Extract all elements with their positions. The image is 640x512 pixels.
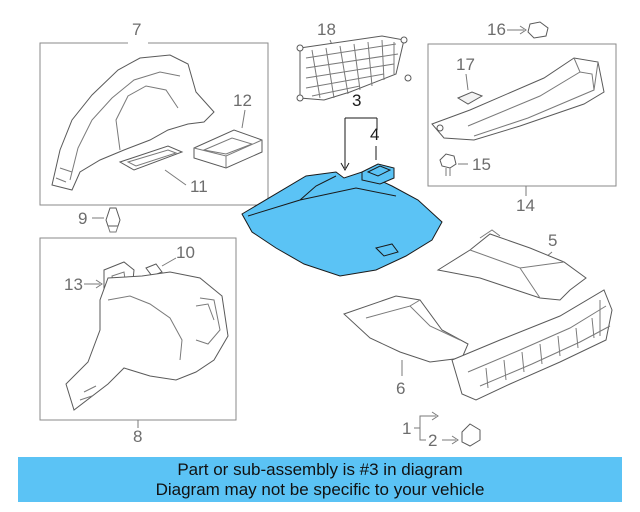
banner-line-1: Part or sub-assembly is #3 in diagram (177, 460, 463, 479)
callout-15: 15 (472, 155, 491, 174)
callout-1: 1 (402, 419, 411, 438)
callout-13: 13 (64, 275, 83, 294)
part-11-mat (118, 145, 184, 171)
part-18-cargo-net: 18 (296, 20, 412, 102)
part-12-storage-bin (193, 129, 263, 169)
part-2-clip: 2 (428, 423, 481, 450)
callout-11: 11 (190, 177, 208, 196)
callout-5: 5 (548, 231, 557, 250)
part-16-clip: 16 (487, 20, 549, 39)
group-7-upper-left-trim: 7 12 11 (39, 20, 269, 206)
callout-6: 6 (396, 379, 405, 398)
group-14-package-tray: 14 17 15 (427, 43, 617, 215)
group-8-lower-left-trim: 8 (39, 237, 237, 446)
part-1-scuff-plate: 1 (402, 289, 613, 441)
callout-16: 16 (487, 20, 506, 39)
banner-line-2: Diagram may not be specific to your vehi… (155, 480, 485, 499)
part-3-cargo-floor-mat: 3 4 (241, 91, 443, 277)
part-17-pad (456, 91, 484, 105)
callout-14: 14 (516, 196, 535, 215)
callout-12: 12 (233, 91, 252, 110)
part-4-handle: 4 (361, 125, 395, 185)
part-6-side-board: 6 (343, 295, 469, 398)
info-banner: Part or sub-assembly is #3 in diagram Di… (18, 457, 622, 502)
callout-2: 2 (428, 431, 437, 450)
callout-3: 3 (352, 91, 361, 110)
callout-7: 7 (132, 20, 141, 39)
callout-18: 18 (317, 20, 336, 39)
callout-9: 9 (78, 209, 87, 228)
callout-4: 4 (370, 125, 379, 144)
part-9-clip: 9 (78, 207, 121, 233)
callout-17: 17 (456, 55, 475, 74)
part-5-floor-board: 5 (436, 229, 587, 301)
part-15-clip (439, 153, 457, 176)
part-10-clip: 10 (145, 243, 195, 277)
callout-10: 10 (176, 243, 195, 262)
callout-8: 8 (133, 427, 142, 446)
